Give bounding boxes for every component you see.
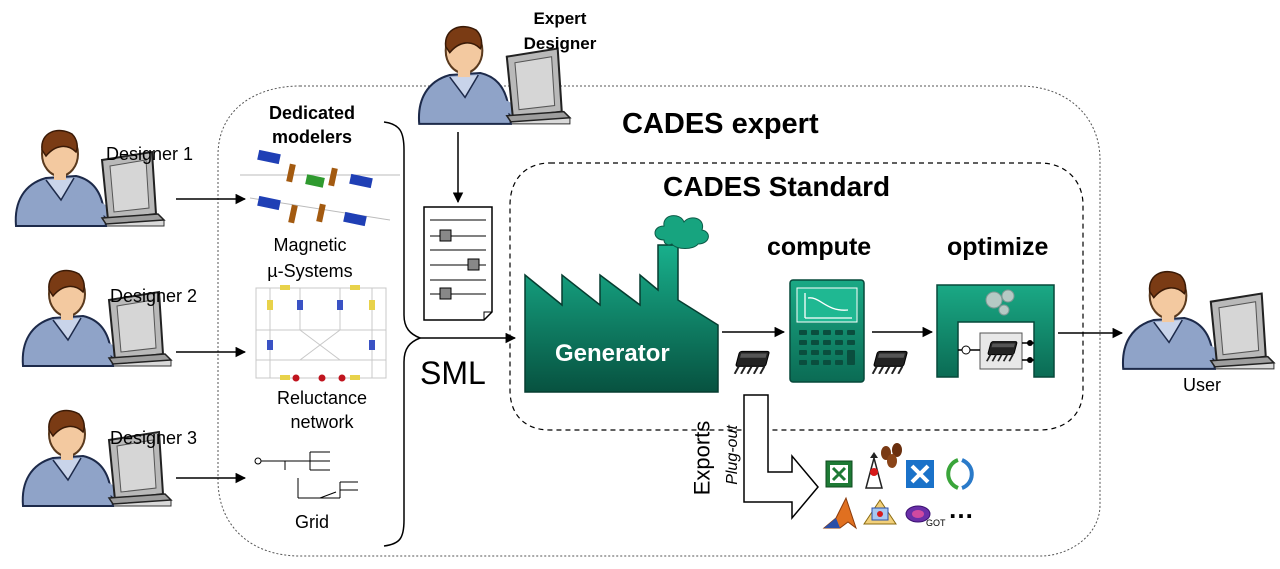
exports-arrow <box>743 394 819 521</box>
optimize-label: optimize <box>947 233 1049 261</box>
blue-x-icon <box>906 460 934 488</box>
magnetic-label-line2: µ-Systems <box>267 261 353 281</box>
diagram-tool-icon <box>863 499 897 525</box>
reluctance-network-elements <box>267 285 375 382</box>
grid-image <box>254 451 358 499</box>
user-label: User <box>1183 375 1222 395</box>
generator-factory-icon <box>524 215 719 393</box>
coffee-bean-icon <box>881 443 902 468</box>
cades-standard-boundary <box>509 162 1084 431</box>
modelers-title-line2: modelers <box>271 127 353 147</box>
plug-out-label: Plug-out <box>723 425 741 485</box>
magnetic-micro-systems-label: Magnetic µ-Systems <box>250 232 370 284</box>
expert-designer-label-line2: Designer <box>523 34 597 53</box>
matlab-icon <box>822 496 857 530</box>
expert-designer-label-line1: Expert <box>533 9 587 28</box>
modelers-title-line1: Dedicated <box>268 103 356 123</box>
optimize-loop-icon <box>936 284 1055 378</box>
grid-label: Grid <box>294 512 329 532</box>
compute-label: compute <box>767 233 872 261</box>
cades-standard-title: CADES Standard <box>663 171 891 202</box>
gears-icon <box>985 289 1015 316</box>
got-icon <box>905 505 931 523</box>
designer-2-label: Designer 2 <box>110 286 198 306</box>
reluctance-label-line2: network <box>290 412 354 432</box>
user-figure <box>1123 272 1274 369</box>
magnetic-label-line1: Magnetic <box>273 235 347 255</box>
modelers-brace <box>383 121 423 547</box>
generator-label: Generator <box>555 340 670 367</box>
more-tools-ellipsis: … <box>948 494 974 524</box>
designer-1-label: Designer 1 <box>106 144 194 164</box>
magnetic-micro-systems-image <box>240 149 400 227</box>
designer-3-label: Designer 3 <box>110 428 198 448</box>
chip-icon-1 <box>732 350 771 375</box>
smoke-cloud-icon <box>654 215 709 249</box>
java-duke-icon <box>865 452 883 489</box>
cades-expert-boundary <box>217 85 1101 557</box>
reluctance-label-line1: Reluctance <box>276 388 368 408</box>
excel-icon <box>825 460 853 488</box>
designer-3-figure <box>23 411 171 506</box>
dedicated-modelers-title: Dedicated modelers <box>252 101 372 149</box>
cades-expert-title: CADES expert <box>622 108 819 140</box>
exports-label: Exports <box>689 420 715 496</box>
chip-icon-2 <box>870 350 909 375</box>
compute-calculator-icon <box>789 279 865 383</box>
refresh-icon <box>946 458 974 490</box>
sml-label: SML <box>420 355 486 391</box>
reluctance-network-label: Reluctance network <box>262 386 382 434</box>
reluctance-network-image <box>255 287 387 379</box>
designer-2-figure <box>23 271 171 366</box>
expert-designer-label: Expert Designer <box>510 6 610 56</box>
sml-document-icon <box>423 206 493 321</box>
got-label: GOT <box>926 518 946 528</box>
